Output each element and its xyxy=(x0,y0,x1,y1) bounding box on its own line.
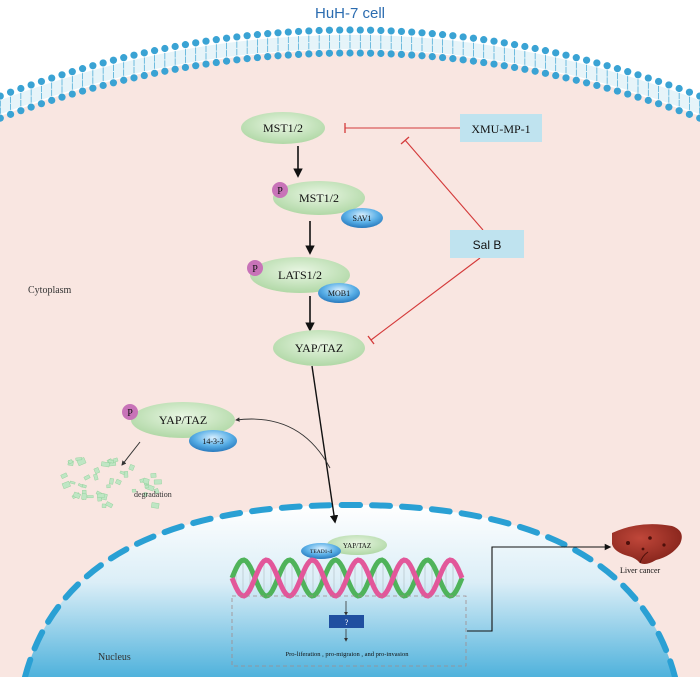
degradation-label: degradation xyxy=(134,490,172,499)
tead-label: TEAD1-4 xyxy=(310,549,332,555)
nuclear-yap-taz-node: YAP/TAZ TEAD1-4 xyxy=(301,535,387,559)
phospho-yap-label: P xyxy=(127,408,133,419)
mst12-label: MST1/2 xyxy=(263,121,303,135)
yap-taz-label: YAP/TAZ xyxy=(295,341,343,355)
mob1-label: MOB1 xyxy=(328,289,350,298)
dna-helix xyxy=(229,557,465,599)
protein-14-3-3-label: 14-3-3 xyxy=(202,437,223,446)
sal-b-label: Sal B xyxy=(473,238,502,252)
sav1-node xyxy=(341,208,383,228)
yap-taz-node: YAP/TAZ xyxy=(273,330,365,366)
cytoplasm-region xyxy=(0,50,700,677)
phospho-lats-label: P xyxy=(252,264,258,275)
lats12-label: LATS1/2 xyxy=(278,268,322,282)
mob1-node xyxy=(318,283,360,303)
phospho-yap-icon xyxy=(122,404,138,420)
phospho-yap-taz-label: YAP/TAZ xyxy=(159,413,207,427)
target-gene-label: ? xyxy=(345,618,349,627)
phospho-lats-icon xyxy=(247,260,263,276)
phospho-mst-icon xyxy=(272,182,288,198)
inhibition-xmu-mst xyxy=(344,123,460,133)
phospho-mst-label: P xyxy=(277,186,283,197)
protein-14-3-3-node xyxy=(189,430,237,452)
inhibition-salb-mst xyxy=(400,136,484,231)
nucleus-label: Nucleus xyxy=(98,652,131,663)
liver-cancer-label: Liver cancer xyxy=(620,566,661,575)
transcription-region xyxy=(231,595,467,667)
nuclear-envelope xyxy=(22,501,678,677)
mst12-node: MST1/2 xyxy=(241,112,325,144)
sav1-label: SAV1 xyxy=(353,214,372,223)
sal-b-box: Sal B xyxy=(450,230,524,258)
phospho-mst12-label: MST1/2 xyxy=(299,191,339,205)
nucleus-region xyxy=(25,505,675,677)
diagram-title: HuH-7 cell xyxy=(315,5,385,22)
target-gene-box: ? xyxy=(329,615,364,628)
arrow-to-liver xyxy=(467,543,612,632)
phospho-mst12-node: MST1/2 SAV1 P xyxy=(272,181,383,228)
outcome-label: Pro-liferation , pro-migraion , and pro-… xyxy=(286,651,410,658)
xmu-mp-1-box: XMU-MP-1 xyxy=(460,114,542,142)
tead-node xyxy=(301,543,341,559)
phospho-yap-taz-node: YAP/TAZ 14-3-3 P xyxy=(122,402,237,452)
cell-membrane xyxy=(0,26,700,122)
xmu-mp-1-label: XMU-MP-1 xyxy=(471,122,530,136)
arrow-yap-to-nucleus xyxy=(311,365,339,524)
inhibition-salb-yap xyxy=(367,257,481,345)
nuclear-yap-taz-label: YAP/TAZ xyxy=(343,542,371,550)
arrow-to-degradation xyxy=(121,441,141,466)
lats12-node: LATS1/2 MOB1 P xyxy=(247,257,360,303)
arrow-yap-to-phospho-yap xyxy=(235,417,331,469)
liver-icon xyxy=(612,524,682,564)
cytoplasm-label: Cytoplasm xyxy=(28,285,72,296)
degradation-fragments xyxy=(60,457,162,509)
